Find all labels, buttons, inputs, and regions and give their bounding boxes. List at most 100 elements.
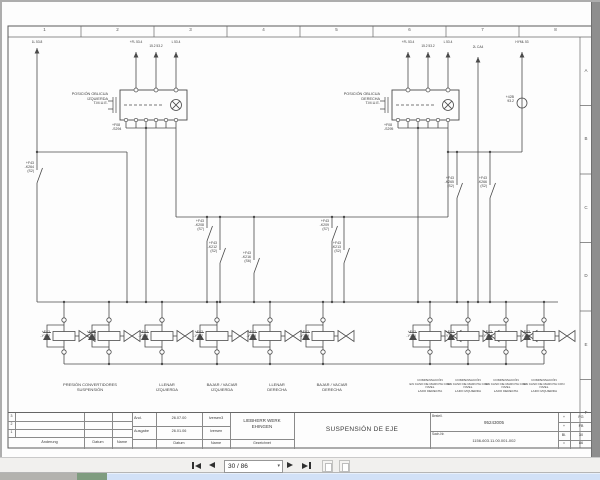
function-label: LLENAR DERECHA: [267, 382, 287, 392]
approval-row1-label: Änd.: [134, 416, 142, 420]
meta-value: FB: [578, 423, 584, 428]
order-number-label: Bestell.: [432, 414, 443, 418]
valve-label: +F43 -Y708: [246, 330, 256, 339]
meta-value: 86: [578, 441, 584, 445]
valve-label: +F43 -Y706: [138, 330, 148, 339]
first-page-button[interactable]: [192, 462, 201, 469]
lamp-icon: [170, 99, 182, 111]
frame-column-label: 2: [116, 27, 119, 32]
contact-label: +F43 -K208 (S7): [194, 219, 204, 232]
page-number-value: 30 / 86: [228, 463, 248, 470]
contact-label: +F43 -K212 (S2): [207, 241, 217, 254]
next-view-page-icon: [342, 463, 349, 472]
page-number-input[interactable]: 30 / 86 ▾: [224, 460, 283, 473]
revision-date-header: Datum: [92, 440, 104, 444]
frame-row-label: B: [584, 136, 588, 141]
wires: [36, 48, 558, 365]
approval-name-header: Name: [210, 441, 222, 445]
valve-symbol: [301, 301, 355, 365]
approval-row2-date: 26.01.06: [171, 429, 187, 433]
meta-key: +: [562, 423, 566, 428]
wire-ref-label: HYML 53: [515, 40, 529, 44]
taskbar-sliver-left: [0, 473, 77, 480]
document-page: 1 2 3 4 5 6 7 8 A B C D E F 1L 53.8 +FL …: [2, 2, 593, 457]
wire-ref-label: L 53.4: [171, 40, 181, 44]
approval-date-header: Datum: [173, 441, 185, 445]
relay-box-left: [108, 87, 188, 123]
next-view-button[interactable]: [339, 460, 350, 472]
frame-column-label: 5: [335, 27, 338, 32]
contact-label: +F43 -K265 (S2): [444, 176, 454, 189]
valve-label: +F43 -Y705: [520, 330, 530, 339]
function-label: LLENAR IZQUIERDA: [156, 382, 178, 392]
lamp-icon: [442, 99, 454, 111]
schematic-drawing: [7, 25, 593, 449]
compensation-label: COMPENSACIÓN EN CASO DE MARCHA CON NIVEL…: [409, 378, 451, 394]
wire-ref-label: +FL 53.4: [401, 40, 415, 44]
first-page-bar-icon: [192, 462, 194, 469]
wire-ref-label: 1L 53.8: [31, 40, 43, 44]
revision-name-header: Name: [116, 440, 128, 444]
last-page-bar-icon: [309, 462, 311, 469]
compensation-label: COMPENSACIÓN EN CASO DE MARCHA CON NIVEL…: [523, 378, 565, 394]
valve-label: +F43 -Y710: [406, 330, 416, 339]
frame-column-label: 4: [262, 27, 265, 32]
company-name: LIEBHERR WERK EHINGEN: [243, 418, 281, 429]
frame-row-label: C: [584, 205, 588, 210]
reference-arrows: [34, 48, 525, 63]
next-page-button[interactable]: [287, 462, 293, 468]
frame-column-label: 3: [189, 27, 192, 32]
frame-column-label: 8: [554, 27, 557, 32]
previous-page-button[interactable]: [209, 462, 215, 468]
wire-ref-label: L 53.4: [443, 40, 453, 44]
valve-label: +F43 -Y713: [85, 330, 95, 339]
page-dropdown-caret-icon[interactable]: ▾: [277, 463, 280, 469]
compensation-label: COMPENSACIÓN EN CASO DE MARCHA CON NIVEL…: [447, 378, 489, 394]
previous-page-arrow-icon: [209, 462, 215, 468]
frame-column-label: 7: [481, 27, 484, 32]
function-label: BAJAR / VACIAR DERECHA: [316, 382, 348, 392]
approval-row2-name: Iversen: [209, 429, 223, 433]
revision-row-number: 1: [10, 429, 13, 434]
valve-label: +F43 -Y707: [193, 330, 203, 339]
previous-view-page-icon: [325, 463, 332, 472]
contact-label: +F43 -K216 (S6): [241, 251, 251, 264]
revision-row-number: 2: [10, 421, 13, 426]
contact-label: +F43 -K266 (S2): [477, 176, 487, 189]
taskbar-sliver-button[interactable]: [77, 473, 107, 480]
relay-box-right-tag: +F08 -S295: [384, 123, 394, 132]
contact-label: +F43 -K209 (S7): [319, 219, 329, 232]
pdf-navigation-toolbar: 30 / 86 ▾: [0, 457, 600, 473]
contact-symbol: [489, 176, 496, 207]
valve-label: +F43 -Y711: [444, 330, 454, 339]
company-sub-label: Gezeichnet: [253, 441, 271, 445]
approval-row2-label: Ausgabe: [134, 429, 149, 433]
contact-label: +F43 -K213 (S2): [331, 241, 341, 254]
meta-key: =: [562, 441, 566, 445]
title-block: 3 2 1 Änderung Datum Name Änd. 26.07.00 …: [8, 412, 592, 449]
connector-label: +42B 93.2: [505, 95, 514, 104]
last-page-button[interactable]: [302, 462, 311, 469]
next-page-arrow-icon: [287, 462, 293, 468]
function-label: BAJAR / VACIAR IZQUIERDA: [206, 382, 238, 392]
frame-row-label: A: [584, 68, 588, 73]
relay-box-right-label: POSICIÓN OBLICUA DERECHA T.M.U.E.: [343, 92, 380, 106]
valve-symbol: [522, 301, 576, 365]
contact-symbol: [36, 161, 43, 192]
relay-box-left-tag: +F08 -S294: [112, 123, 122, 132]
wire-ref-label: 15.2 53.2: [421, 44, 435, 48]
frame-column-label: 1: [43, 27, 46, 32]
wire-ref-label: +FL 53.4: [129, 40, 143, 44]
revision-change-header: Änderung: [41, 440, 58, 444]
previous-view-button[interactable]: [322, 460, 333, 472]
doc-number-label: Sach-Nr.: [432, 432, 445, 436]
relay-box-left-label: POSICIÓN OBLICUA IZQUIERDA T.M.U.E.: [71, 92, 108, 106]
meta-value: FG: [578, 414, 584, 419]
contact-symbol: [343, 241, 350, 272]
window-edge-left: [0, 2, 2, 457]
page-shadow: [591, 2, 592, 457]
wire-ref-label: 2L CA4: [472, 45, 484, 49]
meta-key: Bl.: [561, 432, 567, 437]
doc-number-value: 1156-603.11.00.001-002: [472, 438, 516, 443]
frame-row-label: E: [584, 342, 588, 347]
